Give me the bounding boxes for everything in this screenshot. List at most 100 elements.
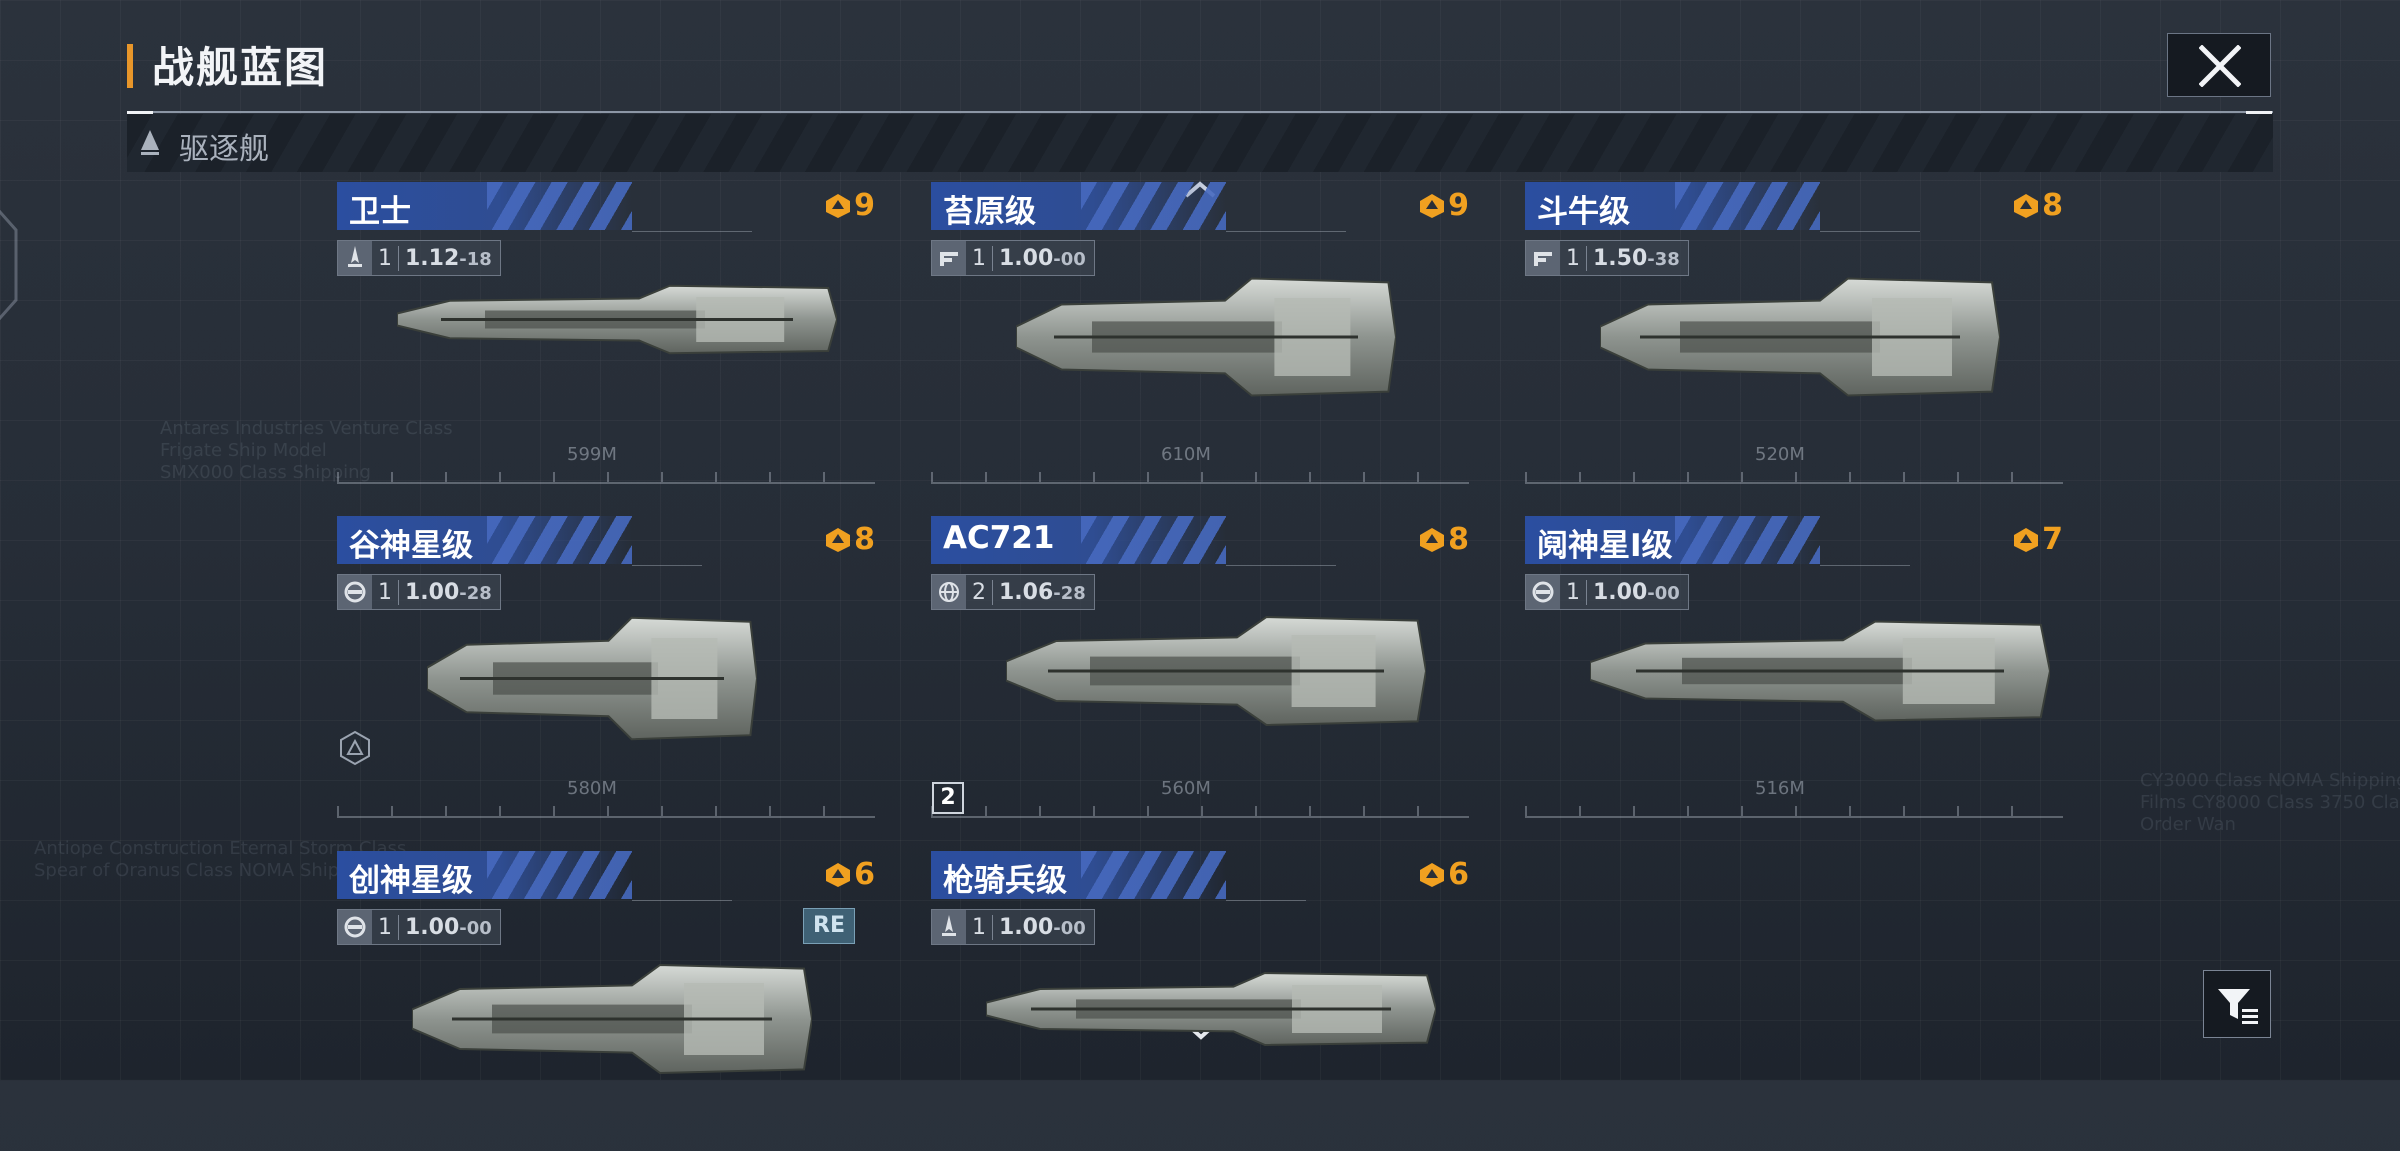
leader-line bbox=[1820, 565, 1910, 566]
category-bar[interactable]: 驱逐舰 bbox=[127, 114, 2273, 172]
ship-stats: 1 1.00-00 bbox=[1525, 574, 1689, 610]
ship-stat-value: 1.12-18 bbox=[399, 246, 500, 271]
ship-card[interactable]: AC721 8 2 1.06-28 560M bbox=[931, 516, 1469, 818]
ship-name-bar bbox=[1525, 182, 1820, 230]
divider-cap-left bbox=[127, 111, 153, 114]
ship-stat-value: 1.00-00 bbox=[399, 915, 500, 940]
ship-stats: 1 1.00-00 bbox=[931, 909, 1095, 945]
ship-rank: 6 bbox=[1419, 857, 1469, 892]
ship-name: 枪骑兵级 bbox=[943, 863, 1067, 899]
rank-emblem-icon bbox=[2014, 528, 2039, 552]
ship-stat-sub: -38 bbox=[1647, 248, 1680, 270]
ship-name-bar bbox=[931, 851, 1226, 899]
ship-rank-value: 8 bbox=[2042, 188, 2063, 223]
ship-stat-value: 1.06-28 bbox=[993, 580, 1094, 605]
ship-rank-value: 6 bbox=[1448, 857, 1469, 892]
ship-stat-sub: -00 bbox=[1053, 917, 1086, 939]
ship-card[interactable]: 枪骑兵级 6 1 1.00-00 bbox=[931, 851, 1469, 1151]
divider-cap-right bbox=[2246, 111, 2272, 114]
ship-rank: 7 bbox=[2013, 522, 2063, 557]
cannon-icon bbox=[1526, 241, 1560, 275]
close-icon bbox=[2199, 45, 2241, 87]
ship-name-bar bbox=[931, 516, 1226, 564]
length-ruler bbox=[1525, 806, 2063, 818]
length-ruler bbox=[931, 472, 1469, 484]
ship-stats: 1 1.00-00 bbox=[337, 909, 501, 945]
length-ruler bbox=[337, 472, 875, 484]
ship-name: 创神星级 bbox=[349, 863, 473, 899]
missile-icon bbox=[338, 241, 372, 275]
rank-emblem-icon bbox=[1420, 528, 1445, 552]
leader-line bbox=[1226, 900, 1306, 901]
ship-rank: 8 bbox=[1419, 522, 1469, 557]
ship-rank: 9 bbox=[825, 188, 875, 223]
ship-length: 599M bbox=[567, 444, 617, 465]
ship-tier: 1 bbox=[966, 245, 993, 271]
ship-stat-sub: -00 bbox=[1647, 582, 1680, 604]
ship-stat-main: 1.00 bbox=[999, 914, 1054, 940]
ship-name: 卫士 bbox=[349, 194, 411, 230]
ship-stat-main: 1.00 bbox=[1593, 579, 1648, 605]
ship-card[interactable]: 卫士 9 1 1.12-18 599M bbox=[337, 182, 875, 484]
ship-stat-main: 1.12 bbox=[405, 245, 460, 271]
leader-line bbox=[1226, 231, 1346, 232]
filter-button[interactable] bbox=[2203, 970, 2271, 1038]
ship-length: 560M bbox=[1161, 778, 1211, 799]
title-accent bbox=[127, 44, 133, 88]
ship-rank-value: 9 bbox=[854, 188, 875, 223]
ship-stat-value: 1.00-00 bbox=[993, 246, 1094, 271]
ship-stat-sub: -00 bbox=[459, 917, 492, 939]
leader-line bbox=[1820, 231, 1920, 232]
ship-stat-value: 1.00-00 bbox=[1587, 580, 1688, 605]
ship-name-bar bbox=[337, 182, 632, 230]
hex-marker-icon[interactable] bbox=[338, 730, 372, 766]
ship-rank: 8 bbox=[825, 522, 875, 557]
ship-name: AC721 bbox=[943, 520, 1055, 556]
ship-length: 516M bbox=[1755, 778, 1805, 799]
background-text-a: Antares Industries Venture Class Frigate… bbox=[160, 418, 453, 483]
header-divider bbox=[127, 111, 2273, 113]
ship-card[interactable]: 创神星级 6 1 1.00-00 bbox=[337, 851, 875, 1151]
leader-line bbox=[1226, 565, 1336, 566]
close-button[interactable] bbox=[2167, 33, 2271, 97]
ship-card[interactable]: 苔原级 9 1 1.00-00 610M bbox=[931, 182, 1469, 484]
faction-icon bbox=[338, 910, 372, 944]
ship-card[interactable]: 斗牛级 8 1 1.50-38 520M bbox=[1525, 182, 2063, 484]
length-ruler bbox=[931, 806, 1469, 818]
ship-name-bar bbox=[931, 182, 1226, 230]
rank-emblem-icon bbox=[2014, 194, 2039, 218]
re-badge: RE bbox=[803, 908, 855, 944]
length-ruler bbox=[337, 806, 875, 818]
ship-stat-main: 1.06 bbox=[999, 579, 1054, 605]
ship-name-bar bbox=[1525, 516, 1820, 564]
ship-name: 苔原级 bbox=[943, 194, 1036, 230]
leader-line bbox=[632, 231, 752, 232]
length-ruler bbox=[1525, 472, 2063, 484]
ship-stat-main: 1.00 bbox=[999, 245, 1054, 271]
ship-rank: 6 bbox=[825, 857, 875, 892]
ship-stat-sub: -28 bbox=[459, 582, 492, 604]
ship-stat-value: 1.50-38 bbox=[1587, 246, 1688, 271]
destroyer-class-icon bbox=[141, 130, 159, 155]
ship-name: 阋神星I级 bbox=[1537, 528, 1673, 564]
ship-card[interactable]: 阋神星I级 7 1 1.00-00 516M bbox=[1525, 516, 2063, 818]
ship-card[interactable]: 谷神星级 8 1 1.00-28 580M bbox=[337, 516, 875, 818]
globe-icon bbox=[932, 575, 966, 609]
faction-icon bbox=[338, 575, 372, 609]
ship-tier: 1 bbox=[1560, 579, 1587, 605]
ship-length: 520M bbox=[1755, 444, 1805, 465]
ship-stat-main: 1.00 bbox=[405, 914, 460, 940]
ship-name: 谷神星级 bbox=[349, 528, 473, 564]
ship-rank-value: 9 bbox=[1448, 188, 1469, 223]
ship-stat-sub: -00 bbox=[1053, 248, 1086, 270]
ship-rank-value: 7 bbox=[2042, 522, 2063, 557]
cannon-icon bbox=[932, 241, 966, 275]
ship-stat-main: 1.00 bbox=[405, 579, 460, 605]
leader-line bbox=[632, 900, 732, 901]
rank-emblem-icon bbox=[1420, 194, 1445, 218]
ship-stats: 2 1.06-28 bbox=[931, 574, 1095, 610]
rank-emblem-icon bbox=[826, 528, 851, 552]
ship-stat-value: 1.00-28 bbox=[399, 580, 500, 605]
filter-icon bbox=[2218, 989, 2258, 1024]
ship-tier: 1 bbox=[372, 914, 399, 940]
